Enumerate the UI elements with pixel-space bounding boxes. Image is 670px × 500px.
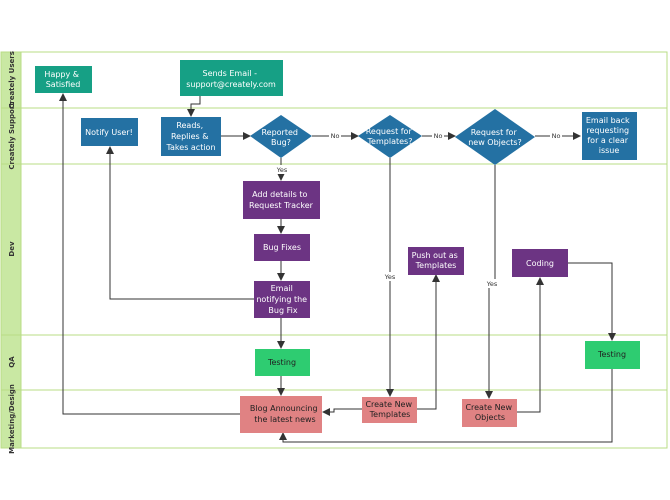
swimlanes: Creately Users Creately Support Dev QA M… <box>0 51 668 454</box>
node-bug-fixes[interactable]: Bug Fixes <box>254 234 310 261</box>
node-blog-announcing[interactable]: Blog Announcing the latest news <box>240 396 322 433</box>
edge-label-yes: Yes <box>486 280 498 288</box>
lane-label-qa: QA <box>8 356 16 368</box>
edge-create-templates-to-push-out <box>417 274 440 410</box>
lane-label-dev: Dev <box>8 241 16 257</box>
edge-label-no: No <box>552 132 561 140</box>
lane-body-frame <box>20 51 668 449</box>
edge-labels: No No No Yes Yes Yes <box>275 131 562 288</box>
node-sends-email[interactable]: Sends Email - support@creately.com <box>180 60 283 96</box>
edge-label-no: No <box>434 132 443 140</box>
lane-label-support: Creately Support <box>8 102 16 170</box>
svg-text:Testing: Testing <box>267 358 296 367</box>
node-reported-bug-decision[interactable]: Reported Bug? <box>250 115 312 158</box>
edge-create-objects-to-coding <box>517 277 544 413</box>
svg-text:Reported Bug?: Reported Bug? <box>261 128 300 147</box>
edge-label-no: No <box>331 132 340 140</box>
edge-sends-email-to-reads <box>187 96 201 117</box>
node-notify-user[interactable]: Notify User! <box>81 118 138 146</box>
svg-text:Request for new Object: Request for new Objects? <box>468 128 522 147</box>
lane-label-users: Creately Users <box>8 51 16 109</box>
svg-text:Bug Fixes: Bug Fixes <box>263 243 301 252</box>
node-reads-replies[interactable]: Reads, Replies & Takes action <box>161 117 221 156</box>
edge-label-yes: Yes <box>276 166 288 174</box>
svg-text:Blog Announcing the la: Blog Announcing the latest news <box>250 404 320 424</box>
node-testing-bugfix[interactable]: Testing <box>255 349 310 376</box>
node-testing-objects[interactable]: Testing <box>585 341 640 369</box>
edge-email-fix-to-notify-user <box>106 146 254 300</box>
edge-create-templates-to-blog <box>322 408 362 416</box>
edge-label-yes: Yes <box>384 273 396 281</box>
node-create-objects[interactable]: Create New Objects <box>462 399 517 427</box>
node-email-back[interactable]: Email back requesting for a clear issue <box>582 112 637 160</box>
edge-testing-to-blog-bottom <box>279 369 613 443</box>
node-happy-satisfied[interactable]: Happy & Satisfied <box>35 66 92 93</box>
node-coding[interactable]: Coding <box>512 249 568 277</box>
svg-text:Notify User!: Notify User! <box>85 128 133 137</box>
edge-coding-to-testing <box>568 262 616 341</box>
edge-blog-to-happy <box>59 93 240 415</box>
svg-text:Create New Objects: Create New Objects <box>465 403 514 422</box>
svg-text:Push out as Templates: Push out as Templates <box>412 251 461 270</box>
svg-text:Request for Templates?: Request for Templates? <box>366 127 415 146</box>
svg-text:Testing: Testing <box>597 350 626 359</box>
node-push-out-templates[interactable]: Push out as Templates <box>408 247 464 275</box>
svg-text:Happy & Satisfied: Happy & Satisfied <box>44 70 81 89</box>
node-request-templates-decision[interactable]: Request for Templates? <box>358 115 422 158</box>
lane-label-marketing: Marketing/Design <box>8 384 16 454</box>
svg-text:Email back requesting: Email back requesting for a clear issue <box>586 116 632 155</box>
svg-text:Sends Email - support@: Sends Email - support@creately.com <box>186 69 276 89</box>
svg-text:Create New Templates: Create New Templates <box>365 400 414 419</box>
svg-text:Coding: Coding <box>526 259 554 268</box>
node-create-templates[interactable]: Create New Templates <box>362 397 417 423</box>
node-add-details[interactable]: Add details to Request Tracker <box>243 181 320 219</box>
nodes: Happy & Satisfied Sends Email - support@… <box>35 60 640 433</box>
node-email-bug-fix[interactable]: Email notifying the Bug Fix <box>254 281 310 318</box>
svg-text:Email notifying the: Email notifying the Bug Fix <box>256 284 309 315</box>
svg-text:Add details to Request: Add details to Request Tracker <box>249 190 314 210</box>
node-request-objects-decision[interactable]: Request for new Objects? <box>455 109 535 165</box>
svg-text:Reads, Replies &: Reads, Replies & Takes action <box>165 121 215 152</box>
